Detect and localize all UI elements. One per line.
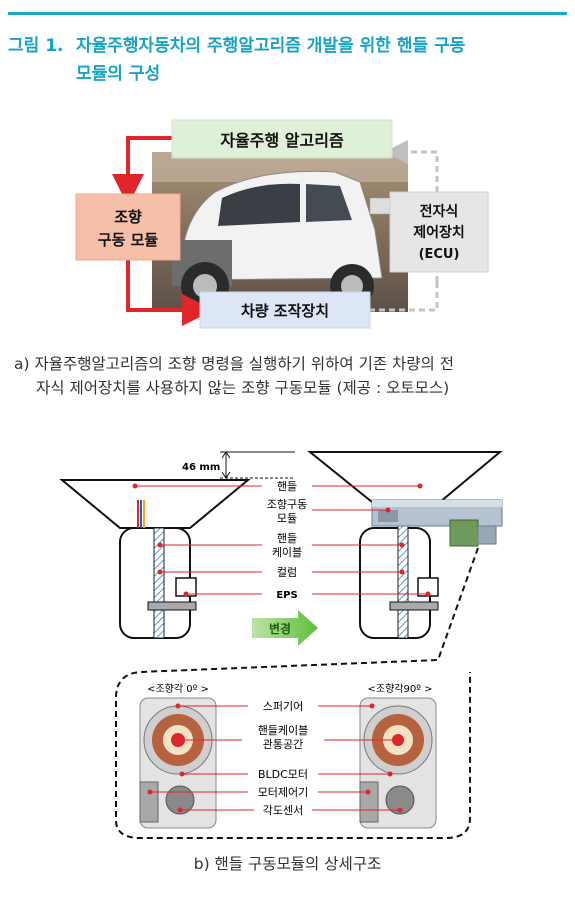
ecu-box xyxy=(389,191,489,273)
figure-title: 그림 1. 자율주행자동차의 주행알고리즘 개발을 위한 핸들 구동 모듈의 구성 xyxy=(8,32,568,88)
label-controller-group: 모터제어기 xyxy=(147,786,371,799)
change-arrow-label: 변경 xyxy=(269,621,291,636)
steering-module-box xyxy=(75,193,181,261)
algorithm-box-label: 자율주행 알고리즘 xyxy=(220,131,344,150)
label-column-group: 컬럼 xyxy=(157,566,405,579)
figure-title-line2: 모듈의 구성 xyxy=(76,64,161,84)
label-eps: EPS xyxy=(276,590,297,601)
steering-module-line2: 구동 모듈 xyxy=(98,231,159,249)
change-arrow: 변경 xyxy=(252,610,318,646)
label-spur: 스퍼기어 xyxy=(263,700,303,713)
label-pass-line1: 핸들케이블 xyxy=(258,724,309,737)
label-cable-line1: 핸들 xyxy=(277,532,297,545)
label-pass-group: 핸들케이블 관통공간 xyxy=(177,724,401,751)
label-handle-group: 핸들 xyxy=(132,480,423,493)
caption-b: b) 핸들 구동모듈의 상세구조 xyxy=(193,855,382,873)
figure-number: 그림 1. xyxy=(8,36,64,56)
label-spur-group: 스퍼기어 xyxy=(175,700,375,713)
angle0-label: <조향각 0º > xyxy=(147,683,209,695)
steering-module-line1: 조향 xyxy=(114,208,142,226)
steering-system-diagram: 자율주행 알고리즘 조향 구동 모듈 전자식 제어장치 (ECU) 차량 조작장… xyxy=(75,119,489,329)
label-module-group: 조향구동 모듈 xyxy=(267,498,391,525)
label-module-line1: 조향구동 xyxy=(267,498,307,511)
vehicle-control-box xyxy=(199,291,371,329)
label-sensor: 각도센서 xyxy=(263,804,303,817)
label-handle: 핸들 xyxy=(277,480,297,493)
label-eps-group: EPS xyxy=(183,590,431,601)
label-bldc-group: BLDC모터 xyxy=(179,768,393,781)
module-structure-diagram: 46 mm 핸들 조향구동 모듈 xyxy=(59,451,503,839)
figure-title-line1: 자율주행자동차의 주행알고리즘 개발을 위한 핸들 구동 xyxy=(76,36,466,56)
angle90-label: <조향각90º > xyxy=(368,683,433,695)
label-sensor-group: 각도센서 xyxy=(177,804,403,817)
algorithm-box xyxy=(171,119,393,159)
label-controller: 모터제어기 xyxy=(258,786,309,799)
label-pass-line2: 관통공간 xyxy=(263,738,303,751)
caption-a-line2: 자식 제어장치를 사용하지 않는 조향 구동모듈 (제공 : 오토모스) xyxy=(36,379,450,397)
ecu-line2: 제어장치 xyxy=(413,224,465,241)
label-cable-line2: 케이블 xyxy=(272,546,302,559)
caption-a: a) 자율주행알고리즘의 조향 명령을 실행하기 위하여 기존 차량의 전 자식… xyxy=(14,352,570,400)
dimension-label: 46 mm xyxy=(182,462,220,473)
top-rule xyxy=(8,12,567,15)
ecu-line1: 전자식 xyxy=(420,203,459,220)
label-module-line2: 모듈 xyxy=(277,512,297,525)
label-column: 컬럼 xyxy=(277,566,297,579)
ecu-line3: (ECU) xyxy=(419,247,460,262)
vehicle-control-label: 차량 조작장치 xyxy=(241,302,329,320)
steering-before xyxy=(59,479,251,639)
label-cable-group: 핸들 케이블 xyxy=(157,532,405,559)
steering-after xyxy=(307,451,503,639)
caption-a-line1: a) 자율주행알고리즘의 조향 명령을 실행하기 위하여 기존 차량의 전 xyxy=(14,355,454,373)
label-bldc: BLDC모터 xyxy=(258,768,308,781)
